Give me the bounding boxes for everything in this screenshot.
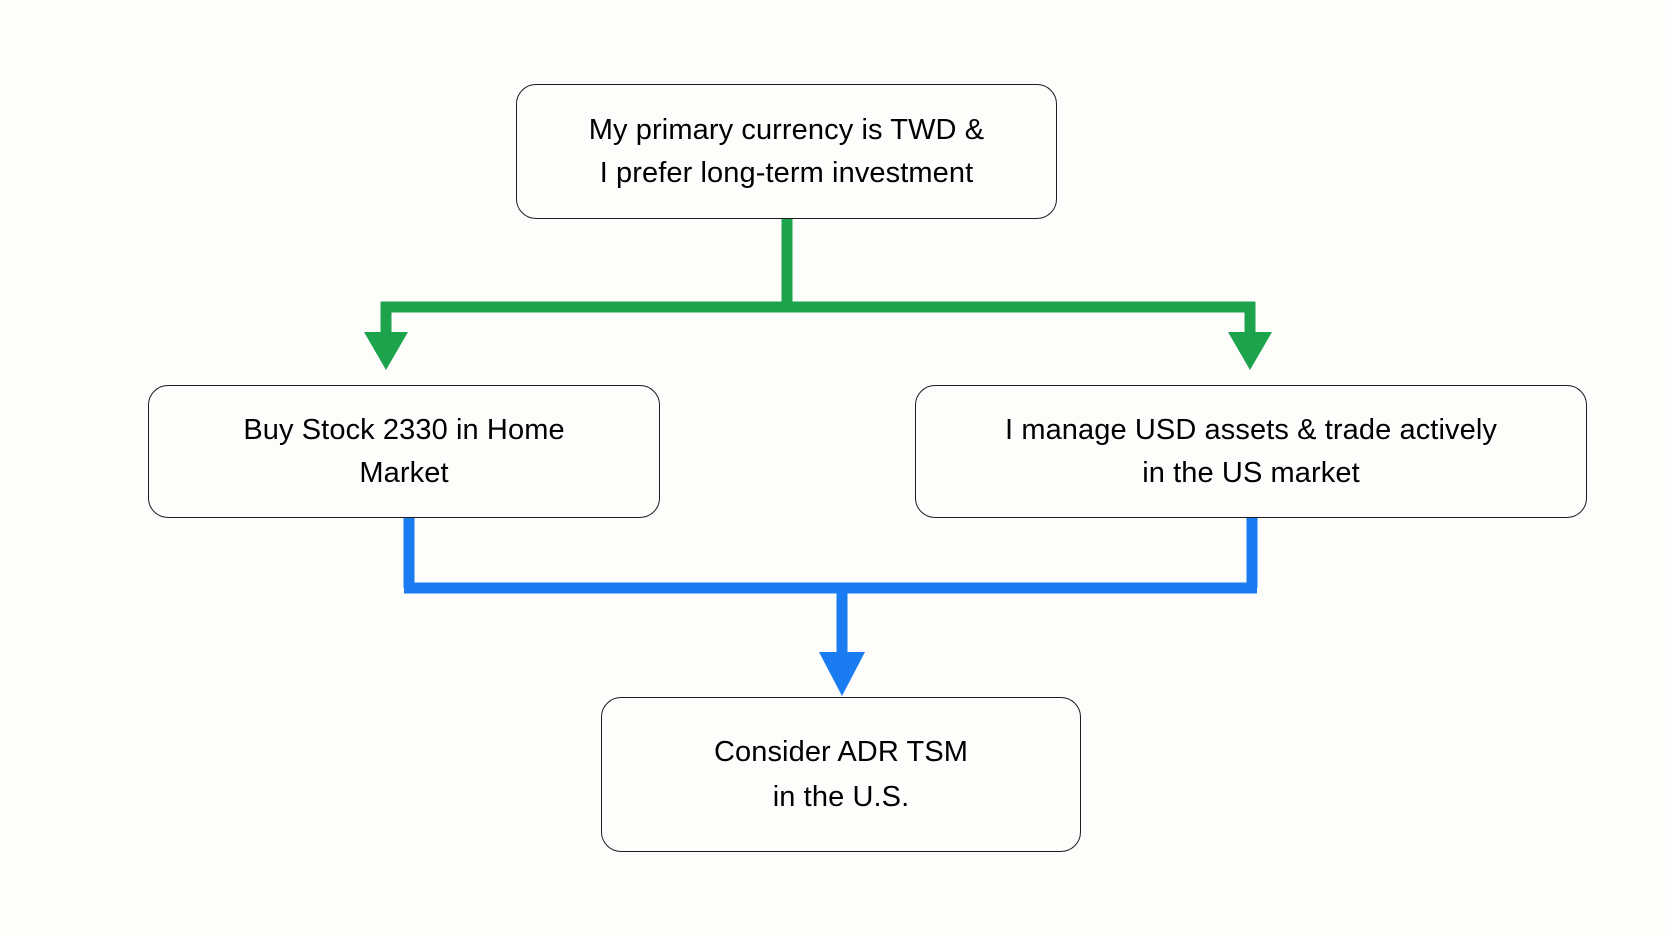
green-left-arrowhead-icon [364, 332, 408, 370]
blue-connector-group [403, 518, 1258, 696]
adr-outcome-label: Consider ADR TSM in the U.S. [713, 735, 969, 813]
green-connector-group [364, 219, 1272, 370]
root-condition-node[interactable]: My primary currency is TWD & I prefer lo… [516, 84, 1057, 219]
us-market-label: I manage USD assets & trade actively in … [1005, 414, 1497, 489]
blue-arrowhead-icon [819, 652, 865, 696]
home-market-node[interactable]: Buy Stock 2330 in Home Market [148, 385, 660, 518]
home-market-label: Buy Stock 2330 in Home Market [243, 414, 565, 489]
root-condition-label: My primary currency is TWD & I prefer lo… [588, 114, 985, 189]
us-market-node[interactable]: I manage USD assets & trade actively in … [915, 385, 1587, 518]
green-right-arrowhead-icon [1228, 332, 1272, 370]
adr-outcome-node[interactable]: Consider ADR TSM in the U.S. [601, 697, 1081, 852]
